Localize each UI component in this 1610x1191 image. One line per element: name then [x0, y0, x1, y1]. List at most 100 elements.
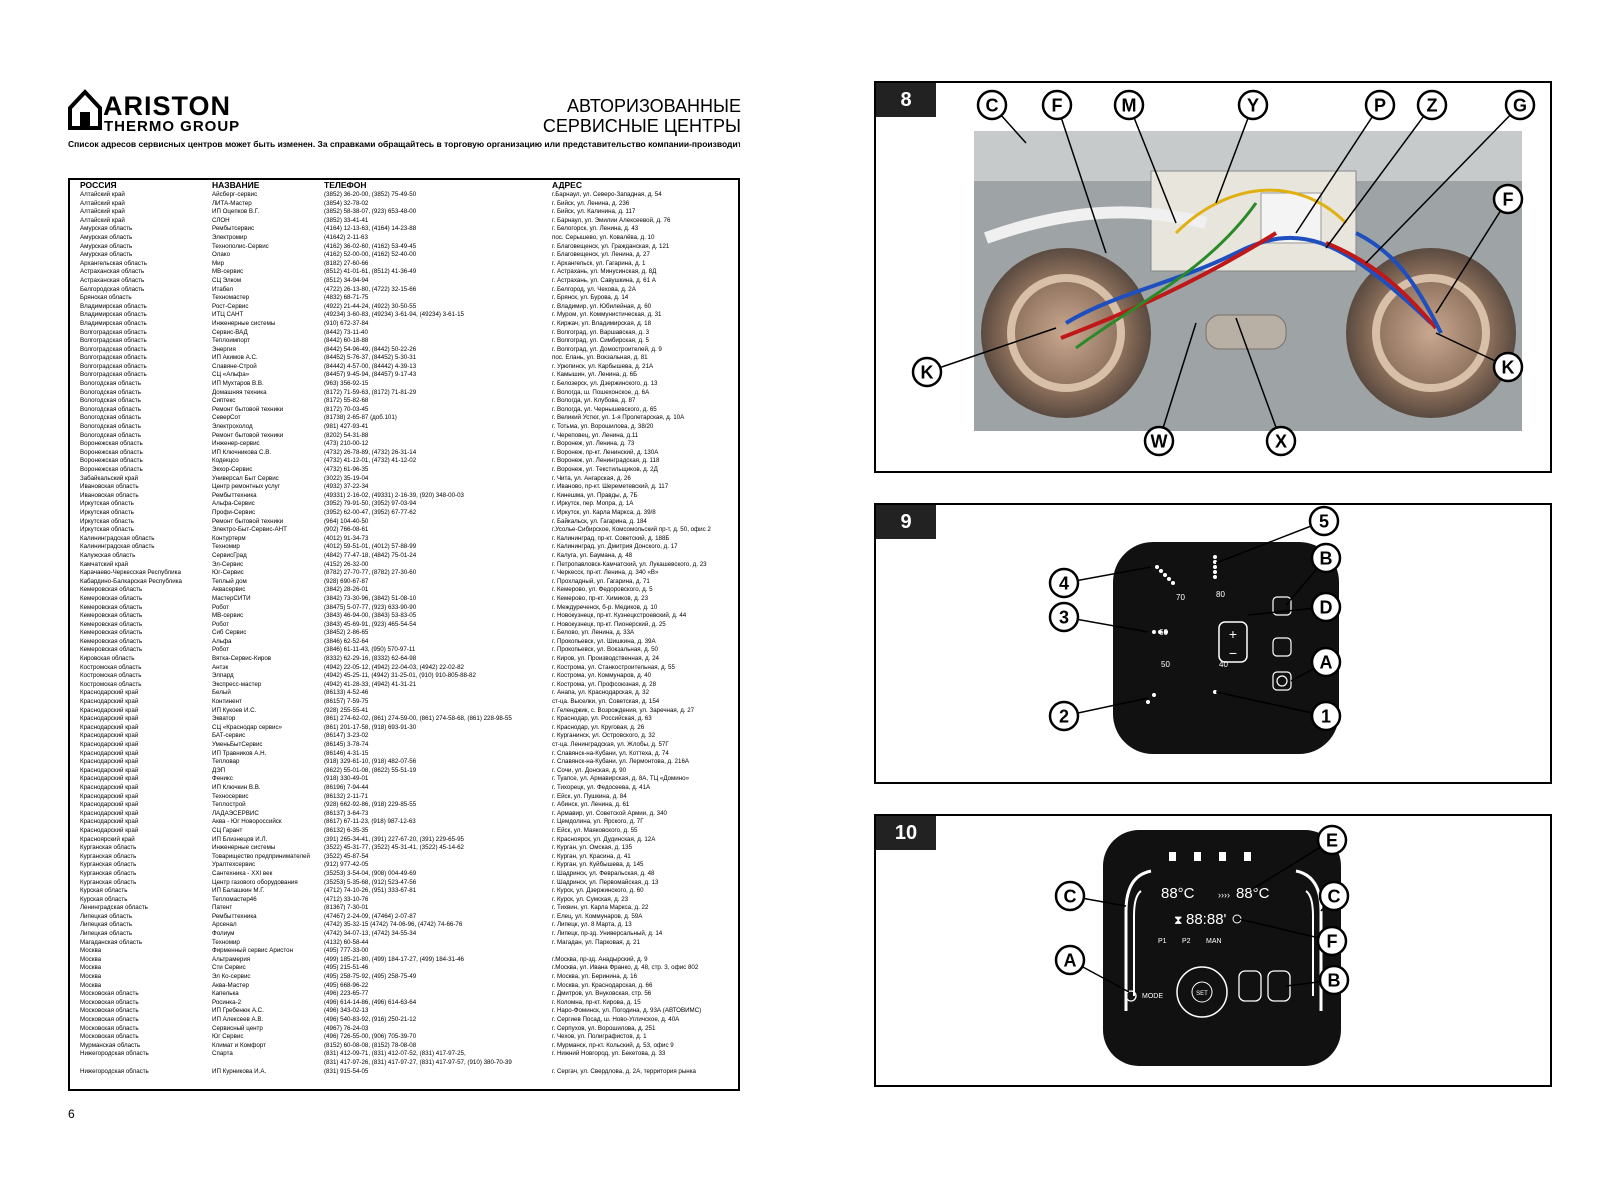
cell-address: г. Черкесск, пр-кт. Ленина, д. 340 «В» — [552, 569, 659, 577]
cell-region: Вологодская область — [80, 388, 141, 396]
cell-address: ст-ца. Выселки, ул. Советская, д. 154 — [552, 698, 660, 706]
fig8-label-9-circle — [1492, 351, 1524, 383]
cell-phone: (981) 427-93-41 — [324, 423, 369, 431]
cell-phone: (8152) 60-08-08, (8152) 78-08-08 — [324, 1041, 417, 1049]
fig9-callout-5-circle — [1310, 646, 1342, 678]
cell-address: г. Вологда, ул. Клубова, д. 87 — [552, 397, 636, 405]
fig9-callout-7: 1 — [1321, 707, 1331, 727]
cell-address: г. Елец, ул. Коммунаров, д. 59А — [552, 912, 643, 920]
cell-address: г. Петропавловск-Камчатский, ул. Лукашев… — [552, 560, 707, 568]
header-phone: ТЕЛЕФОН — [324, 180, 367, 190]
cell-address: г.Москва, ул. Ивана Франко, д. 48, стр. … — [552, 964, 699, 972]
cell-name: Теплый дом — [212, 577, 247, 585]
cell-region: Кемеровская область — [80, 603, 143, 611]
cell-region: Волгоградская область — [80, 371, 147, 379]
cell-phone: (4742) 35-32-15 (4742) 74-06-96, (4742) … — [324, 921, 463, 929]
cell-phone: (8442) 60-18-88 — [324, 337, 369, 345]
cell-phone: (4942) 45-25-11, (4942) 31-25-01, (910) … — [324, 672, 476, 680]
cell-region: Иркутская область — [80, 508, 134, 516]
fig10-callout-1-circle — [1054, 880, 1086, 912]
cell-name: Фолиум — [212, 930, 235, 938]
cell-name: Тепловар — [212, 758, 240, 766]
cell-name: ДЭП — [212, 766, 226, 774]
fig8-label-5: Z — [1427, 96, 1438, 116]
cell-address: г.Москва, пр-зд. Анадырский, д. 9 — [552, 955, 648, 963]
cell-address: г. Тотьма, ул. Ворошилова, д. 38/20 — [552, 423, 654, 431]
cell-phone: (4842) 77-47-18, (4842) 75-01-24 — [324, 551, 417, 559]
temp-label-0: 70 — [1176, 593, 1185, 602]
cell-phone: (928) 255-55-41 — [324, 706, 369, 714]
cell-name: Капелька — [212, 990, 239, 998]
fig10-callout-1: C — [1064, 887, 1077, 907]
figure-8-number: 8 — [876, 83, 936, 117]
cell-name: Спарта — [212, 1050, 233, 1058]
cell-name: ИП Оцепков В.Г. — [212, 208, 260, 216]
fig8-label-6-leader — [1365, 104, 1521, 264]
fig10-callout-3-circle — [1316, 925, 1348, 957]
fig9-callout-2-circle — [1048, 567, 1080, 599]
cell-phone: (8202) 54-31-88 — [324, 431, 369, 439]
cell-region: Карачаево-Черкесская Республика — [80, 569, 181, 577]
cell-region: Воронежская область — [80, 457, 143, 465]
cell-name: МВ-сервис — [212, 612, 244, 620]
brand-subtitle: THERMO GROUP — [104, 118, 241, 135]
fig8-label-4-leader — [1295, 104, 1381, 234]
cell-region: Иркутская область — [80, 500, 134, 508]
figure-10-drawing: 88°C ›››› 88°C 88:88' ⧗ P1 P2 MAN SET MO… — [1054, 824, 1350, 1066]
cell-name: Ремонт бытовой техники — [212, 517, 284, 525]
cell-address: ст-ца. Ленинградская, ул. Жлобы, д. 57Г — [552, 741, 669, 748]
cell-region: Краснодарский край — [80, 792, 139, 800]
fig8-label-8: K — [921, 363, 934, 383]
cell-address: г. Воронеж, ул. Ленина, д. 73 — [552, 440, 635, 448]
level-dot — [1213, 565, 1217, 569]
cell-name: ИП Близнецов И.Л. — [212, 835, 268, 843]
cell-region: Волгоградская область — [80, 337, 147, 345]
cell-address: г. Коломна, пр-кт. Кирова, д. 15 — [552, 998, 641, 1006]
cell-phone: (3022) 35-19-04 — [324, 474, 369, 482]
cell-region: Алтайский край — [80, 191, 125, 198]
fig9-callout-1-circle — [1310, 542, 1342, 574]
cell-region: Московская область — [80, 1024, 139, 1032]
cell-name: Техномир — [212, 543, 240, 551]
cell-region: Белгородская область — [80, 285, 145, 293]
cell-region: Камчатский край — [80, 560, 129, 568]
cell-name: Арсенал — [212, 921, 237, 929]
cell-name: СеверСот — [212, 414, 241, 422]
level-dot — [1152, 693, 1156, 697]
cell-address: г. Серпухов, ул. Ворошилова, д. 251 — [552, 1024, 656, 1032]
cell-name: Теплострой — [212, 801, 246, 809]
cell-name: Аква-Мастер — [212, 981, 249, 989]
cell-region: Астраханская область — [80, 276, 145, 284]
cell-address: г. Анапа, ул. Краснодарская, д. 32 — [552, 689, 650, 697]
cell-name: ИП Травников А.Н. — [212, 749, 267, 757]
cell-phone: (35253) 5-35-68, (912) 523-47-56 — [324, 878, 417, 886]
cell-address: г. Благовещенск, ул. Гражданская, д. 121 — [552, 242, 670, 250]
cell-region: Москва — [80, 973, 102, 981]
cell-name: Патент — [212, 904, 233, 912]
cell-phone: (963) 356-92-15 — [324, 380, 369, 388]
control-panel-display — [1113, 542, 1339, 754]
cell-address: г. Белгород, ул. Чехова, д. 2А — [552, 285, 636, 293]
cell-name: Вятка-Сервис-Киров — [212, 655, 272, 663]
eco-button — [1272, 596, 1292, 616]
cell-region: Алтайский край — [80, 216, 125, 224]
service-centers-table: РОССИЯ НАЗВАНИЕ ТЕЛЕФОН АДРЕС Алтайский … — [68, 178, 740, 1091]
cell-address: г. Сергиев Посад, ш. Ново-Угличское, д. … — [552, 1016, 680, 1023]
cell-name: УменьБытСервис — [212, 741, 263, 748]
level-dot — [1171, 581, 1175, 585]
